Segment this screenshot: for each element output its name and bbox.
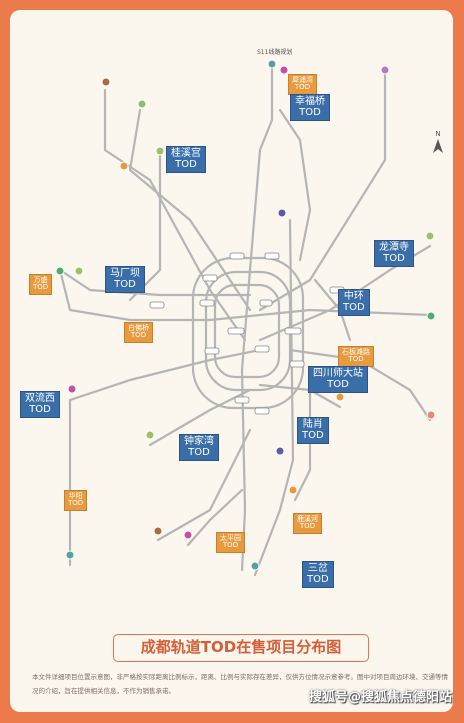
station-terminal <box>137 99 147 109</box>
transfer-station <box>204 347 220 355</box>
line-north-south <box>240 63 274 572</box>
line-northeast <box>258 68 387 312</box>
transfer-station <box>284 327 302 335</box>
station-terminal <box>288 485 298 495</box>
line-se2 <box>288 348 432 422</box>
line-nw2 <box>128 108 252 312</box>
watermark: 搜狐号@搜狐焦点德阳站 <box>308 690 452 705</box>
station-terminal <box>380 65 390 75</box>
transfer-station <box>199 299 215 307</box>
terminal-stations <box>55 59 436 571</box>
transfer-station <box>259 299 273 307</box>
station-terminal <box>250 561 260 571</box>
ring-line-outer <box>191 256 305 410</box>
line-s4 <box>293 368 312 502</box>
station-terminal <box>426 410 436 420</box>
transfer-station <box>254 407 270 415</box>
north-arrow-icon <box>433 139 443 153</box>
top-line-label: S11线路规划 <box>257 49 293 56</box>
station-terminal <box>426 311 436 321</box>
disclaimer-text: 本文件详细项目位置示意图，非严格按实际距离比例标示，距离、比例与实际存在差异，仅… <box>32 673 448 695</box>
metro-map <box>55 59 436 577</box>
station-terminal <box>425 231 435 241</box>
transfer-station <box>234 396 250 404</box>
compass: N <box>433 130 443 157</box>
line-southwest <box>68 348 262 402</box>
transfer-station <box>254 345 270 353</box>
transfer-station <box>264 252 280 260</box>
map-title: 成都轨道TOD在售项目分布图 <box>113 634 369 662</box>
compass-label: N <box>435 130 441 138</box>
transfer-stations <box>149 252 345 415</box>
line-ne2 <box>278 108 312 262</box>
station-terminal <box>119 161 129 171</box>
station-terminal <box>275 446 285 456</box>
transfer-station <box>149 301 165 309</box>
station-terminal <box>65 550 75 560</box>
transfer-station <box>289 360 305 368</box>
station-terminal <box>277 208 287 218</box>
line-south <box>156 428 252 542</box>
station-terminal <box>279 65 289 75</box>
station-terminal <box>74 266 84 276</box>
station-terminal <box>183 530 193 540</box>
station-terminal <box>153 526 163 536</box>
transfer-station <box>227 327 245 335</box>
transfer-station <box>229 252 245 260</box>
station-terminal <box>55 266 65 276</box>
line-northwest <box>103 88 247 342</box>
station-terminal <box>267 59 277 69</box>
metro-lines <box>58 63 432 577</box>
station-terminal <box>67 384 77 394</box>
station-terminal <box>145 430 155 440</box>
station-terminal <box>155 146 165 156</box>
line-s3 <box>253 218 295 577</box>
line-south2 <box>186 488 244 547</box>
station-terminal <box>101 77 111 87</box>
transfer-station <box>202 274 218 282</box>
station-terminal <box>335 392 345 402</box>
